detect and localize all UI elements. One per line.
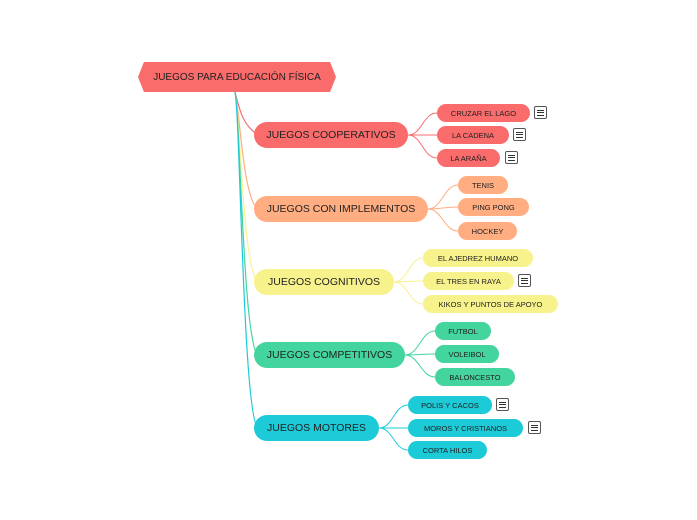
subtopic[interactable]: EL AJEDREZ HUMANO: [423, 249, 533, 267]
connector-line: [378, 404, 409, 429]
note-icon-line: [537, 109, 544, 111]
subtopic[interactable]: POLIS Y CACOS: [408, 396, 492, 414]
subtopic-label: KIKOS Y PUNTOS DE APOYO: [438, 299, 543, 309]
connector-line: [393, 281, 424, 305]
note-icon-line: [499, 406, 506, 408]
branch-topic[interactable]: JUEGOS CON IMPLEMENTOS: [254, 196, 428, 222]
note-icon[interactable]: [505, 151, 518, 164]
subtopic[interactable]: BALONCESTO: [435, 368, 515, 386]
subtopic-label: EL TRES EN RAYA: [436, 276, 501, 286]
subtopic-label: FUTBOL: [448, 326, 478, 336]
note-icon-line: [521, 282, 528, 284]
note-icon-line: [521, 280, 528, 281]
connector-line: [427, 208, 459, 232]
note-icon-line: [531, 429, 538, 431]
subtopic[interactable]: CRUZAR EL LAGO: [437, 104, 530, 122]
subtopic[interactable]: KIKOS Y PUNTOS DE APOYO: [423, 295, 558, 313]
connector-line: [393, 257, 424, 283]
subtopic-label: BALONCESTO: [449, 372, 501, 382]
note-icon-line: [508, 154, 515, 156]
note-icon-line: [499, 404, 506, 405]
note-icon-line: [521, 277, 528, 279]
branch-topic[interactable]: JUEGOS COGNITIVOS: [254, 269, 394, 295]
subtopic[interactable]: CORTA HILOS: [408, 441, 487, 459]
subtopic-label: LA ARAÑA: [450, 153, 487, 163]
connector-line: [407, 112, 438, 136]
root-topic[interactable]: JUEGOS PARA EDUCACIÓN FÍSICA: [138, 62, 336, 92]
subtopic[interactable]: EL TRES EN RAYA: [423, 272, 514, 290]
branch-topic-label: JUEGOS CON IMPLEMENTOS: [266, 203, 416, 215]
subtopic-label: VOLEIBOL: [448, 349, 486, 359]
subtopic-label: CRUZAR EL LAGO: [450, 108, 517, 118]
subtopic[interactable]: FUTBOL: [435, 322, 491, 340]
branch-topic[interactable]: JUEGOS COOPERATIVOS: [254, 122, 408, 148]
connector-line: [404, 330, 436, 356]
subtopic[interactable]: PING PONG: [458, 198, 529, 216]
note-icon-line: [499, 401, 506, 403]
subtopic[interactable]: HOCKEY: [458, 222, 517, 240]
subtopic-label: LA CADENA: [451, 130, 495, 140]
subtopic-label: CORTA HILOS: [422, 445, 473, 455]
note-icon[interactable]: [496, 398, 509, 411]
subtopic[interactable]: LA ARAÑA: [437, 149, 500, 167]
subtopic[interactable]: LA CADENA: [437, 126, 509, 144]
subtopic-label: EL AJEDREZ HUMANO: [437, 253, 519, 263]
note-icon[interactable]: [534, 106, 547, 119]
note-icon-line: [531, 424, 538, 426]
subtopic-label: POLIS Y CACOS: [421, 400, 479, 410]
note-icon-line: [516, 136, 523, 138]
subtopic-label: TENIS: [471, 180, 495, 190]
branch-topic-label: JUEGOS COMPETITIVOS: [266, 349, 393, 361]
note-icon-line: [508, 159, 515, 161]
branch-topic[interactable]: JUEGOS COMPETITIVOS: [254, 342, 405, 368]
note-icon[interactable]: [518, 274, 531, 287]
note-icon[interactable]: [528, 421, 541, 434]
subtopic-label: HOCKEY: [471, 226, 504, 236]
connector-line: [234, 91, 259, 429]
branch-topic-label: JUEGOS MOTORES: [267, 422, 366, 434]
note-icon-line: [508, 157, 515, 158]
subtopic[interactable]: TENIS: [458, 176, 508, 194]
branch-topic-label: JUEGOS COGNITIVOS: [267, 276, 380, 288]
branch-topic[interactable]: JUEGOS MOTORES: [254, 415, 379, 441]
connector-line: [427, 184, 459, 210]
note-icon[interactable]: [513, 128, 526, 141]
note-icon-line: [537, 112, 544, 113]
connector-line: [234, 91, 259, 283]
connector-line: [404, 354, 436, 378]
subtopic-label: PING PONG: [472, 202, 515, 212]
note-icon-line: [516, 134, 523, 135]
subtopic[interactable]: MOROS Y CRISTIANOS: [408, 419, 523, 437]
subtopic[interactable]: VOLEIBOL: [435, 345, 499, 363]
subtopic-label: MOROS Y CRISTIANOS: [423, 423, 508, 433]
branch-topic-label: JUEGOS COOPERATIVOS: [266, 129, 396, 141]
connector-line: [378, 427, 409, 451]
note-icon-line: [537, 114, 544, 116]
connector-line: [407, 134, 438, 159]
note-icon-line: [531, 427, 538, 428]
note-icon-line: [516, 131, 523, 133]
root-topic-label: JUEGOS PARA EDUCACIÓN FÍSICA: [153, 71, 321, 83]
